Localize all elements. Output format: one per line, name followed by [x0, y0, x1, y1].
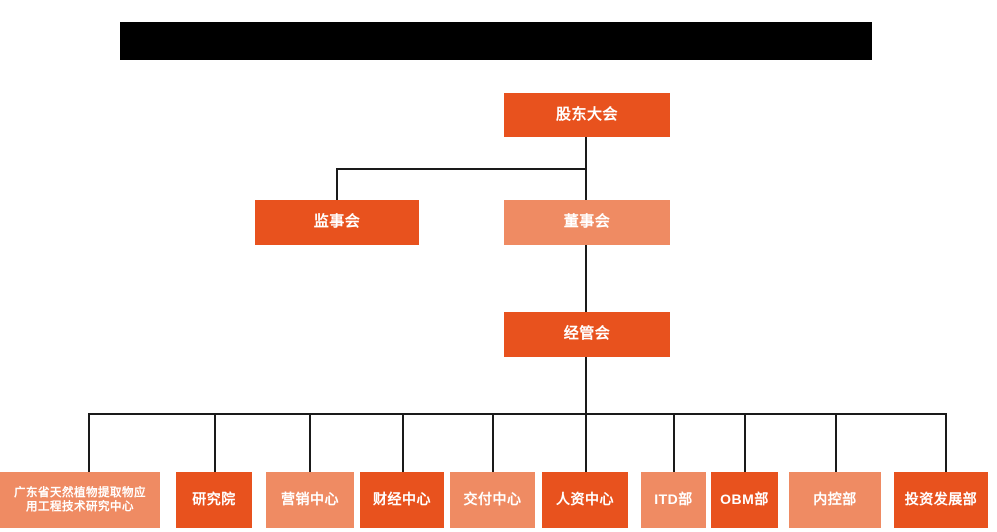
- node-board-of-directors[interactable]: 董事会: [504, 200, 670, 245]
- connector-dept-drop-4: [402, 413, 404, 472]
- node-dept-obm[interactable]: OBM部: [711, 472, 778, 528]
- node-label: 董事会: [563, 213, 611, 231]
- node-label: 人资中心: [556, 491, 614, 508]
- node-dept-research-institute[interactable]: 研究院: [176, 472, 252, 528]
- node-label: 研究院: [192, 491, 236, 508]
- connector-level2-bus: [336, 168, 587, 170]
- node-label: ITD部: [654, 491, 693, 508]
- node-label: 广东省天然植物提取物应 用工程技术研究中心: [14, 486, 146, 513]
- node-label: 经管会: [563, 325, 611, 343]
- node-dept-investment-development[interactable]: 投资发展部: [894, 472, 988, 528]
- connector-department-bus: [88, 413, 946, 415]
- node-dept-finance-center[interactable]: 财经中心: [360, 472, 444, 528]
- connector-management-drop: [585, 357, 587, 415]
- connector-dept-drop-10: [945, 413, 947, 472]
- connector-supervisory-drop: [336, 168, 338, 201]
- node-label: 财经中心: [373, 491, 431, 508]
- node-dept-marketing-center[interactable]: 营销中心: [266, 472, 354, 528]
- connector-dept-drop-2: [214, 413, 216, 472]
- connector-dept-drop-8: [744, 413, 746, 472]
- connector-board-to-management: [585, 245, 587, 312]
- connector-dept-drop-3: [309, 413, 311, 472]
- connector-dept-drop-9: [835, 413, 837, 472]
- node-dept-hr-center[interactable]: 人资中心: [542, 472, 628, 528]
- node-dept-itd[interactable]: ITD部: [641, 472, 706, 528]
- node-shareholders-meeting[interactable]: 股东大会: [504, 93, 670, 137]
- node-management-committee[interactable]: 经管会: [504, 312, 670, 357]
- node-dept-guangdong-research-center[interactable]: 广东省天然植物提取物应 用工程技术研究中心: [0, 472, 160, 528]
- node-label: 监事会: [313, 213, 361, 231]
- connector-board-drop: [585, 168, 587, 201]
- node-label: 营销中心: [281, 491, 339, 508]
- node-dept-internal-control[interactable]: 内控部: [789, 472, 881, 528]
- connector-dept-drop-6: [585, 413, 587, 472]
- connector-level1-drop: [585, 137, 587, 169]
- node-dept-delivery-center[interactable]: 交付中心: [450, 472, 535, 528]
- connector-dept-drop-1: [88, 413, 90, 472]
- node-supervisory-board[interactable]: 监事会: [255, 200, 419, 245]
- connector-dept-drop-7: [673, 413, 675, 472]
- node-label: 股东大会: [555, 105, 618, 123]
- node-label: OBM部: [720, 491, 769, 508]
- redacted-title-bar: [120, 22, 872, 60]
- connector-dept-drop-5: [492, 413, 494, 472]
- node-label: 交付中心: [463, 491, 522, 508]
- node-label: 内控部: [813, 491, 857, 508]
- node-label: 投资发展部: [904, 491, 978, 508]
